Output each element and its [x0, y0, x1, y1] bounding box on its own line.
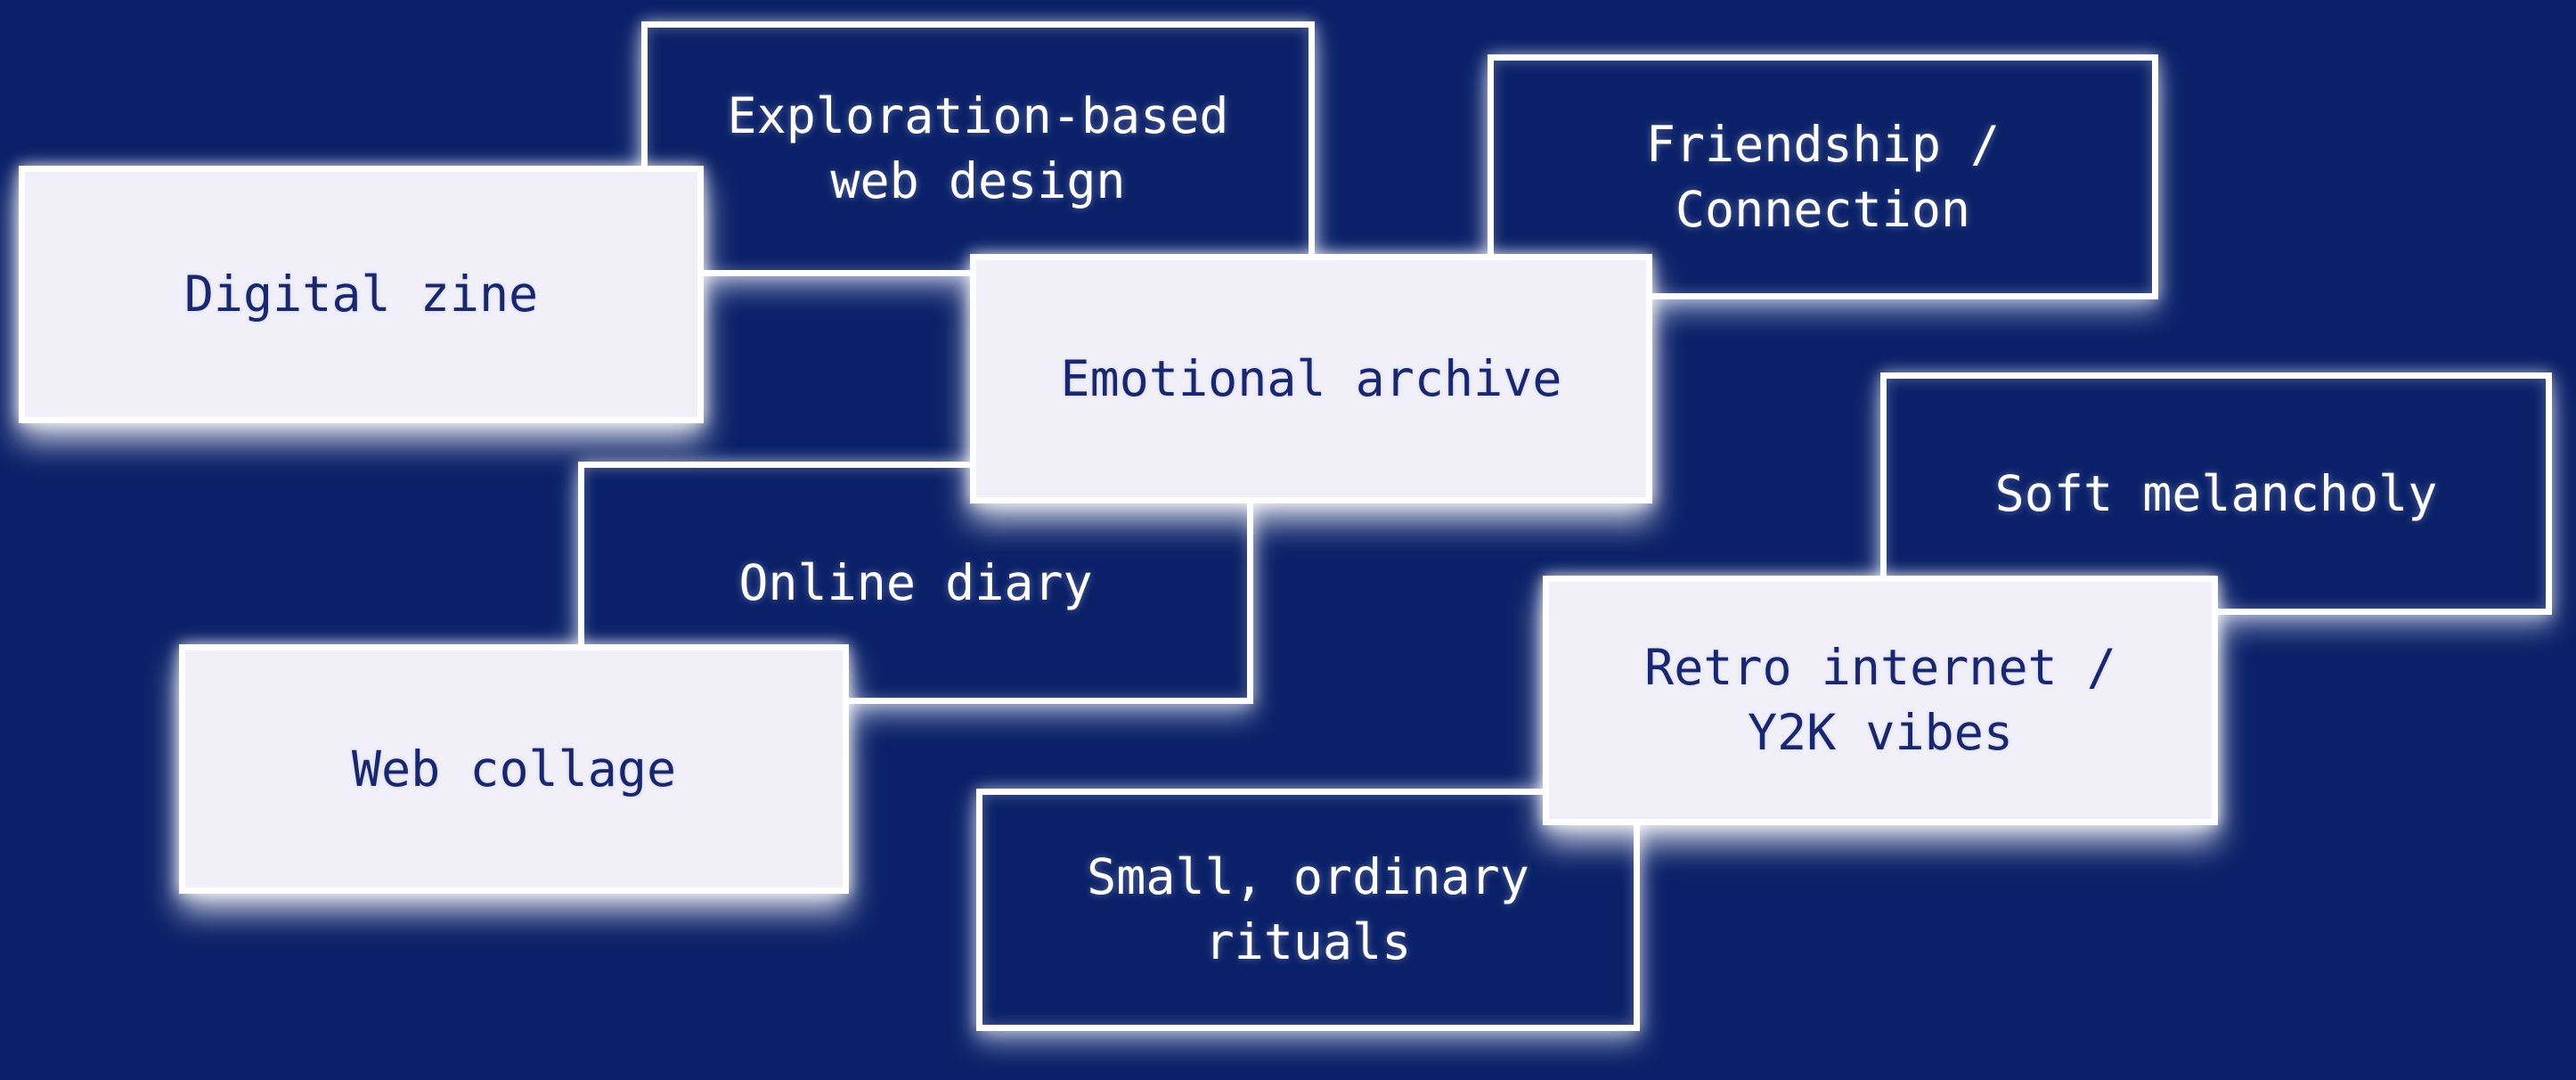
card-label: Emotional archive — [1060, 349, 1562, 407]
card-label: Online diary — [738, 553, 1093, 611]
card-label: Retro internet / Y2K vibes — [1644, 639, 2116, 761]
card-digital-zine[interactable]: Digital zine — [19, 166, 704, 423]
card-retro-internet-y2k-vibes[interactable]: Retro internet / Y2K vibes — [1543, 576, 2218, 825]
card-small-ordinary-rituals[interactable]: Small, ordinary rituals — [976, 789, 1640, 1031]
card-web-collage[interactable]: Web collage — [179, 644, 849, 894]
card-label: Exploration-based web design — [727, 87, 1229, 209]
card-label: Web collage — [351, 740, 677, 798]
card-soft-melancholy[interactable]: Soft melancholy — [1880, 372, 2552, 615]
card-label: Soft melancholy — [1994, 464, 2438, 522]
card-label: Friendship / Connection — [1645, 115, 2001, 238]
card-label: Small, ordinary rituals — [1087, 848, 1529, 970]
card-emotional-archive[interactable]: Emotional archive — [970, 254, 1652, 503]
card-label: Digital zine — [183, 266, 539, 323]
card-exploration-based-web-design[interactable]: Exploration-based web design — [641, 21, 1315, 276]
